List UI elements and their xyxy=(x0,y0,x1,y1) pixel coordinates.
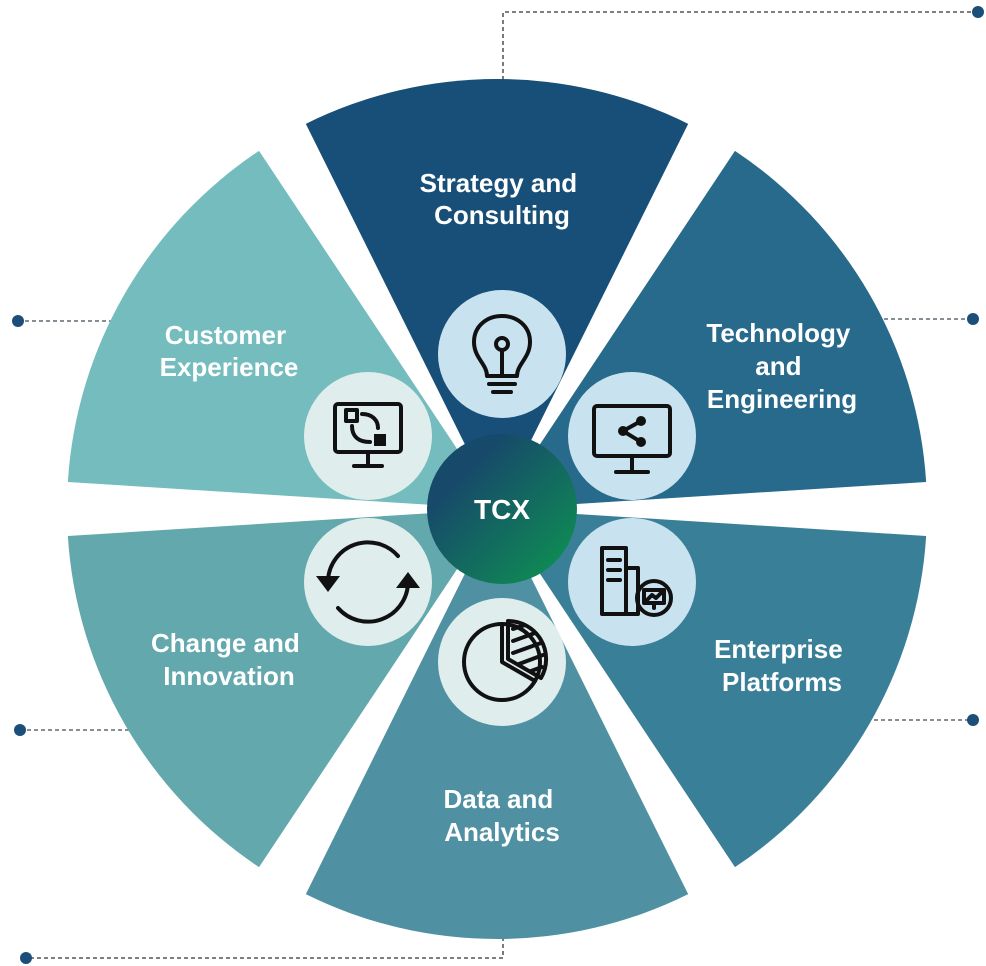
connector-dot-bottom-left xyxy=(20,952,32,964)
connector-dot-right-upper xyxy=(967,313,979,325)
connector-dot-right-lower xyxy=(967,714,979,726)
connector-dot-left-upper xyxy=(12,315,24,327)
segment-label-data: Data and Analytics xyxy=(443,784,560,847)
refresh-cycle-icon xyxy=(316,540,420,624)
icon-circle-customer xyxy=(304,372,432,500)
center-circle xyxy=(427,434,577,584)
server-chart-icon xyxy=(600,546,673,617)
pie-chart-icon xyxy=(462,618,549,702)
segment-label-technology: Technology and Engineering xyxy=(706,318,857,414)
connector-bottom-left xyxy=(30,930,504,959)
monitor-share-icon xyxy=(592,404,672,474)
segment-labels: Strategy and Consulting Technology and E… xyxy=(151,168,857,847)
segment-data xyxy=(305,562,689,940)
segment-label-strategy: Strategy and Consulting xyxy=(420,168,585,230)
icon-circle-enterprise xyxy=(568,518,696,646)
segment-strategy xyxy=(305,78,689,456)
lightbulb-icon xyxy=(472,314,532,394)
segment-label-enterprise: Enterprise Platforms xyxy=(714,634,850,697)
connectors xyxy=(12,6,984,964)
monitor-workflow-icon xyxy=(333,402,403,468)
segment-label-change: Change and Innovation xyxy=(151,628,307,691)
connector-dot-left-lower xyxy=(14,724,26,736)
icon-circle-change xyxy=(304,518,432,646)
center-label: TCX xyxy=(474,494,530,525)
center-hub: TCX xyxy=(427,434,577,584)
connector-dot-top-right xyxy=(972,6,984,18)
segment-label-customer: Customer Experience xyxy=(160,320,299,382)
connector-top-right xyxy=(502,11,975,80)
